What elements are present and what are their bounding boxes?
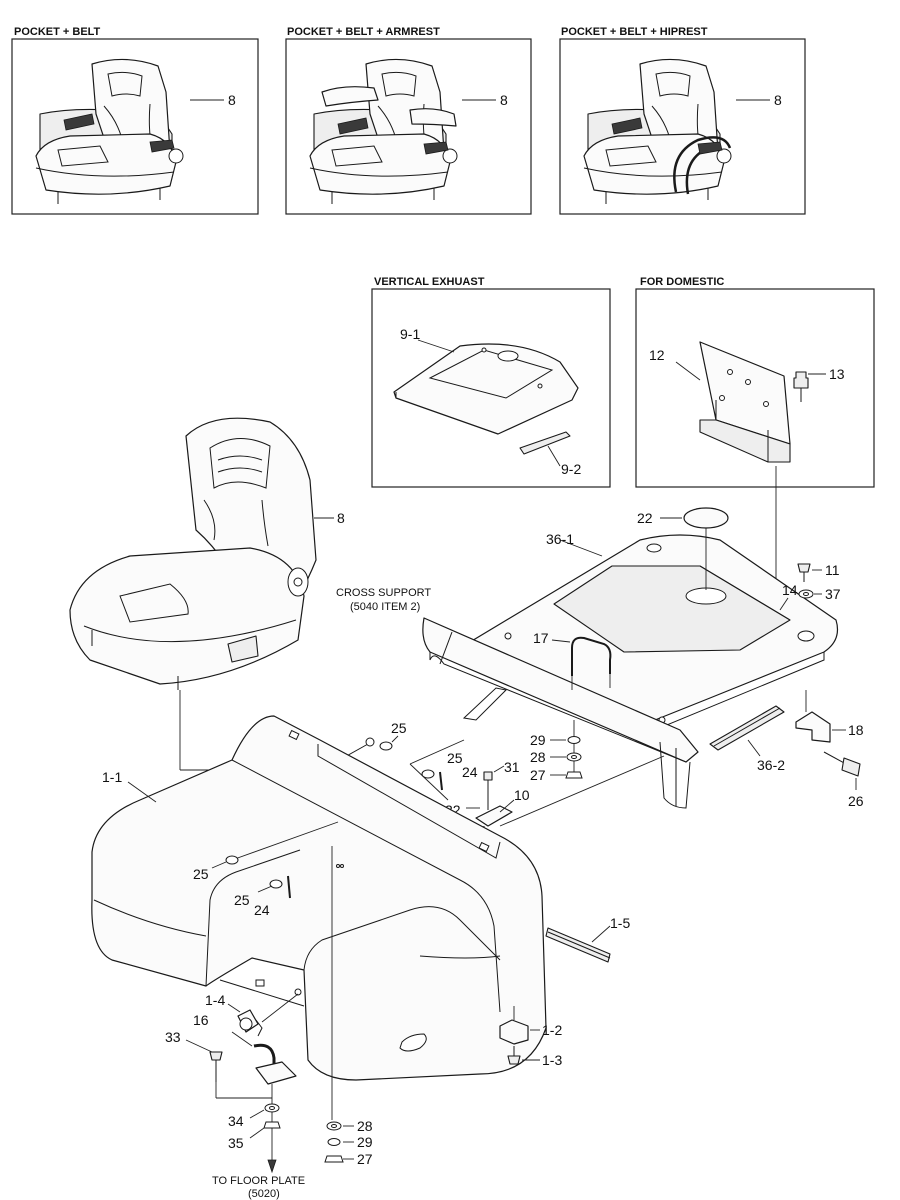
variant-frame [559,38,806,215]
part-callout: 31 [504,759,520,775]
part-callout: 22 [637,510,653,526]
part-callout: 37 [825,586,841,602]
bracket-10 [475,805,513,827]
part-callout: 1-1 [102,769,122,785]
variant-frame [285,38,532,215]
latch-1-4 [237,1009,263,1037]
cross-support-note: CROSS SUPPORT [336,587,431,599]
mini-seat-drawing [309,58,458,205]
bracket-1-2 [499,1019,529,1045]
part-callout: 25 [447,750,463,766]
mini-seat-drawing [35,58,184,205]
inset-frame [635,288,875,488]
variant-caption: POCKET + BELT + HIPREST [561,26,708,38]
part-callout: 8 [337,510,345,526]
variant-panel-pocket-belt-armrest: POCKET + BELT + ARMREST 8 [285,26,532,215]
inset-caption: FOR DOMESTIC [640,276,724,288]
washer-25 [269,879,283,889]
part-callout: 36-2 [757,757,785,773]
part-callout: 25 [391,720,407,736]
part-callout: 35 [228,1135,244,1151]
bolt-26 [841,757,861,777]
bolt-33 [209,1051,223,1061]
cap-22 [683,507,729,529]
part-callout: 1-3 [542,1052,562,1068]
washer-25 [421,769,435,779]
part-callout: 9-2 [561,461,581,477]
variant-caption: POCKET + BELT + ARMREST [287,26,440,38]
bolt-13 [793,371,809,389]
part-callout: 13 [829,366,845,382]
nut-35 [263,1121,281,1129]
seal-strip-9-2 [519,431,571,455]
variant-caption: POCKET + BELT [14,26,101,38]
inset-frame [371,288,611,488]
cross-support-note: (5040 ITEM 2) [350,601,420,613]
cross-support-frame [422,617,699,809]
part-callout: 11 [825,562,840,578]
inset-vertical-exhaust: VERTICAL EXHUAST 9-1 9-2 [371,276,611,488]
part-callout: 25 [234,892,250,908]
variant-frame [11,38,259,215]
washer-25 [379,741,393,751]
bolt-11 [797,563,811,573]
floor-plate-note: TO FLOOR PLATE [212,1175,305,1187]
part-callout: 29 [357,1134,373,1150]
part-callout: 12 [649,347,665,363]
part-callout: 27 [530,767,546,783]
part-callout: 18 [848,722,864,738]
floor-plate-note: (5020) [248,1188,280,1200]
part-callout: 28 [357,1118,373,1134]
part-callout: 25 [193,866,209,882]
part-callout: 24 [462,764,478,780]
bolt-1-3 [507,1055,521,1065]
inset-caption: VERTICAL EXHUAST [374,276,485,288]
part-callout: 29 [530,732,546,748]
inset-for-domestic: FOR DOMESTIC 12 13 [635,276,875,488]
nut-29 [567,736,581,744]
hood-1-1 [91,715,547,1081]
part-callout: 8 [500,92,508,108]
part-callout: 16 [193,1012,209,1028]
part-callout: 27 [357,1151,373,1167]
part-callout: 8 [774,92,782,108]
part-callout: 10 [514,787,530,803]
mini-seat-drawing [583,58,732,205]
nut-27 [324,1155,344,1163]
part-callout: 34 [228,1113,244,1129]
nut-27 [565,771,583,779]
part-callout: 8 [228,92,236,108]
bracket-18 [795,711,831,743]
part-callout: 33 [165,1029,181,1045]
part-callout: 14 [782,582,798,598]
part-callout: 26 [848,793,864,809]
part-callout: 1-4 [205,992,225,1008]
nut-29 [327,1138,341,1146]
part-callout: 1-5 [610,915,630,931]
strip-36-2 [709,705,785,751]
part-callout: 17 [533,630,549,646]
washer-25 [225,855,239,865]
main-seat-8: 8 [69,417,345,690]
cover-plate-9-1 [393,343,579,435]
catch-16 [255,1061,297,1085]
variant-panel-pocket-belt-hiprest: POCKET + BELT + HIPREST 8 [559,26,806,215]
part-callout: 36-1 [546,531,574,547]
part-callout: 9-1 [400,326,420,342]
seat-plate-36-1: 36-1 [469,531,839,733]
part-callout: 28 [530,749,546,765]
part-callout: 24 [254,902,270,918]
variant-panel-pocket-belt: POCKET + BELT 8 [11,26,259,215]
part-callout: 1-2 [542,1022,562,1038]
